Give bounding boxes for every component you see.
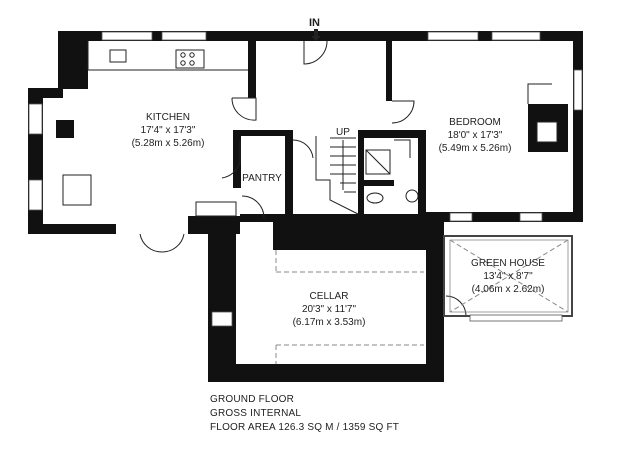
- cellar-dim-imperial: 20'3" x 11'7": [302, 304, 357, 315]
- toilet-icon: [366, 192, 384, 204]
- stairs-label: UP: [336, 127, 350, 138]
- cellar-name: CELLAR: [310, 291, 349, 302]
- bedroom-name: BEDROOM: [449, 117, 501, 128]
- kitchen-worktop: [62, 41, 248, 217]
- shower-room: [365, 149, 419, 204]
- footer-floor-label: GROUND FLOOR: [210, 394, 295, 405]
- cellar-dim-metric: (6.17m x 3.53m): [293, 317, 366, 328]
- footer-area-label: FLOOR AREA 126.3 SQ M / 1359 SQ FT: [210, 422, 400, 433]
- entrance-label: IN: [309, 17, 320, 29]
- kitchen-name: KITCHEN: [146, 112, 190, 123]
- greenhouse: [443, 235, 573, 322]
- kitchen-dim-imperial: 17'4" x 17'3": [141, 125, 196, 136]
- kitchen-dim-metric: (5.28m x 5.26m): [132, 138, 205, 149]
- greenhouse-dim-metric: (4.06m x 2.62m): [472, 284, 545, 295]
- exterior-walls: [28, 31, 583, 382]
- bedroom-dim-metric: (5.49m x 5.26m): [439, 143, 512, 154]
- cellar-dashed-lines: [275, 250, 424, 364]
- footer-gross-label: GROSS INTERNAL: [210, 408, 302, 419]
- doors: [139, 40, 467, 317]
- staircase: [315, 136, 359, 215]
- pantry-name: PANTRY: [242, 173, 282, 184]
- entrance-arrow-icon: [311, 29, 321, 41]
- greenhouse-name: GREEN HOUSE: [471, 258, 545, 269]
- greenhouse-dim-imperial: 13'4" x 8'7": [483, 271, 533, 282]
- windows: [28, 31, 583, 327]
- bedroom-fireplace: [527, 83, 568, 152]
- bedroom-dim-imperial: 18'0" x 17'3": [448, 130, 503, 141]
- hob-icon: [175, 49, 205, 69]
- basin-icon: [405, 189, 419, 203]
